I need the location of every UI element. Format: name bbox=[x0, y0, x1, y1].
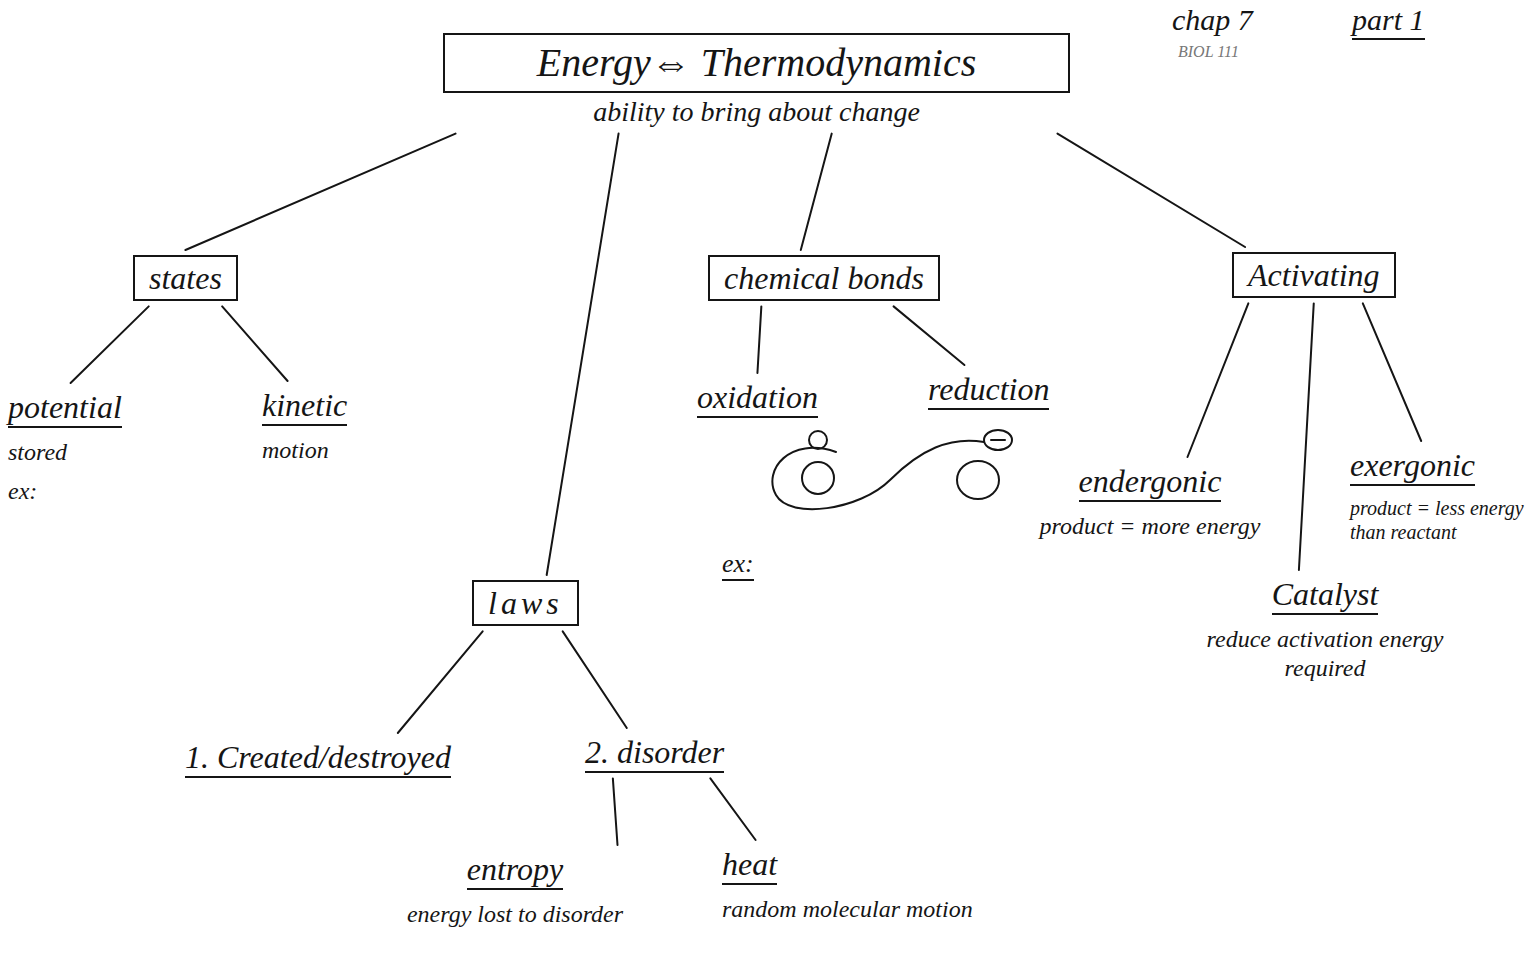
concept-label: oxidation bbox=[697, 378, 818, 418]
connector-line bbox=[398, 631, 483, 733]
concept-label: Activating bbox=[1248, 256, 1380, 294]
connector-line bbox=[547, 134, 619, 575]
concept-label: states bbox=[149, 259, 222, 297]
concept-label: Catalyst bbox=[1272, 575, 1379, 615]
electron-circle bbox=[984, 430, 1012, 450]
note-label: ex: bbox=[722, 548, 754, 581]
connector-line bbox=[894, 306, 965, 365]
definition-text: energy lost to disorder bbox=[310, 900, 720, 929]
connector-line bbox=[222, 306, 287, 381]
concept-label: 2. disorder bbox=[585, 733, 724, 773]
note-label: chap 7 bbox=[1172, 2, 1253, 38]
concept-label: exergonic bbox=[1350, 446, 1475, 486]
connector-line bbox=[563, 631, 627, 728]
connector-line bbox=[710, 778, 755, 840]
concept-term: reduction bbox=[928, 370, 1049, 410]
concept-label: Energy⇔ Thermodynamics bbox=[443, 33, 1070, 93]
concept-box: states bbox=[133, 255, 238, 301]
atom-circle bbox=[957, 461, 999, 499]
note-label: BIOL 111 bbox=[1178, 42, 1239, 61]
concept-label: chemical bonds bbox=[724, 259, 924, 297]
connector-line bbox=[1363, 303, 1421, 441]
concept-label: entropy bbox=[467, 850, 564, 890]
concept-term: kinetic motion bbox=[262, 386, 347, 465]
definition-text: ability to bring about change bbox=[443, 95, 1070, 129]
concept-label: endergonic bbox=[1079, 462, 1222, 502]
electron-circle bbox=[809, 431, 827, 449]
definition-text: reduce activation energy required bbox=[1180, 625, 1470, 683]
minus-sign bbox=[991, 439, 1005, 441]
concept-term: oxidation bbox=[697, 378, 818, 418]
definition-text: product = less energy than reactant bbox=[1350, 496, 1528, 544]
concept-box: laws bbox=[472, 580, 579, 626]
atom-circle bbox=[802, 462, 834, 494]
concept-term: potential stored ex: bbox=[8, 388, 122, 506]
concept-label: laws bbox=[488, 584, 563, 622]
concept-label: kinetic bbox=[262, 386, 347, 426]
connector-line bbox=[185, 134, 455, 250]
definition-text: random molecular motion bbox=[722, 895, 1202, 924]
definition-text: stored bbox=[8, 438, 122, 467]
concept-box: chemical bonds bbox=[708, 255, 940, 301]
connector-line bbox=[1057, 134, 1245, 247]
concept-label: heat bbox=[722, 845, 777, 885]
concept-term: Catalyst reduce activation energy require… bbox=[1180, 575, 1470, 683]
connector-line bbox=[801, 134, 832, 250]
concept-term: exergonic product = less energy than reac… bbox=[1350, 446, 1528, 544]
concept-label: 1. Created/destroyed bbox=[185, 738, 451, 778]
connector-line bbox=[757, 306, 761, 373]
definition-text: product = more energy bbox=[1025, 512, 1275, 541]
definition-text: motion bbox=[262, 436, 347, 465]
connector-line bbox=[1299, 303, 1314, 570]
concept-box: Activating bbox=[1232, 252, 1396, 298]
concept-label: potential bbox=[8, 388, 122, 428]
electron-path bbox=[772, 441, 984, 510]
title-box: Energy⇔ Thermodynamicsability to bring a… bbox=[443, 33, 1070, 129]
concept-term: endergonic product = more energy bbox=[1025, 462, 1275, 541]
note-label: part 1 bbox=[1352, 2, 1425, 40]
connector-line bbox=[613, 778, 618, 845]
concept-term: entropy energy lost to disorder bbox=[310, 850, 720, 929]
connector-line bbox=[1188, 303, 1249, 457]
concept-label: reduction bbox=[928, 370, 1049, 410]
concept-term: heat random molecular motion bbox=[722, 845, 1202, 924]
concept-term: 1. Created/destroyed bbox=[185, 738, 451, 778]
concept-term: 2. disorder bbox=[585, 733, 724, 773]
definition-text: ex: bbox=[8, 477, 122, 506]
connector-line bbox=[71, 306, 149, 383]
